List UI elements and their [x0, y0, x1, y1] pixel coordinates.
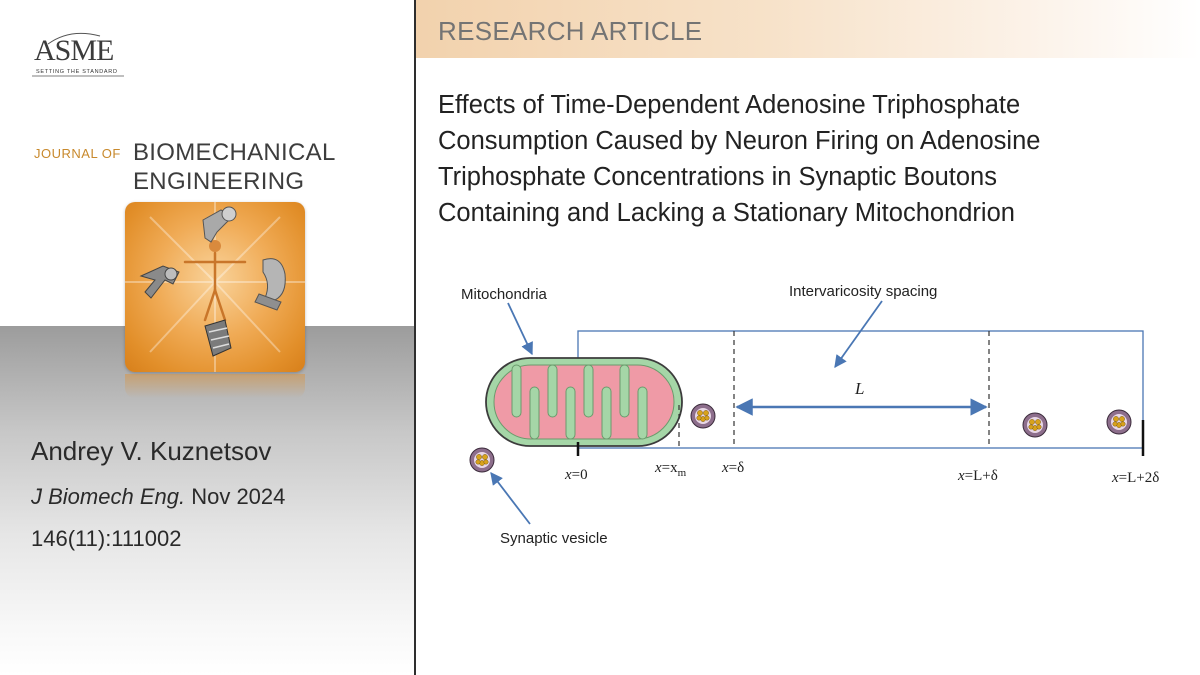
intervaricosity-label: Intervaricosity spacing — [789, 283, 937, 300]
asme-wordmark: ASME — [34, 34, 114, 67]
panel-gradient — [0, 326, 414, 675]
boundary-dashes — [678, 331, 990, 448]
vesicle-icon — [1022, 412, 1048, 438]
vesicle-icon — [469, 447, 495, 473]
hip-implant-icon — [139, 265, 180, 299]
xdelta-label: x=δ — [721, 460, 744, 476]
publication-date: Nov 2024 — [191, 484, 286, 509]
title-line: Triphosphate Concentrations in Synaptic … — [438, 163, 997, 191]
asme-swoosh-icon — [32, 32, 124, 77]
knee-implant-icon — [254, 258, 286, 311]
journal-prefix: JOURNAL OF — [34, 146, 121, 161]
vesicle-pointer-arrow — [490, 471, 531, 525]
L-label: L — [854, 379, 864, 398]
title-line: Effects of Time-Dependent Adenosine Trip… — [438, 91, 1021, 119]
xm-label: x=xm — [654, 460, 687, 479]
mitochondria-pointer-arrow — [507, 302, 533, 356]
bouton-schematic-figure: L — [450, 270, 1180, 565]
article-title: Effects of Time-Dependent Adenosine Trip… — [438, 87, 1178, 231]
xL2delta-label: x=L+2δ — [1111, 470, 1159, 486]
spine-segment-icon — [204, 319, 232, 357]
synaptic-vesicle-label: Synaptic vesicle — [500, 530, 608, 547]
article-type: RESEARCH ARTICLE — [438, 16, 703, 46]
cover-reflection — [125, 374, 305, 398]
volume-issue: 146(11):111002 — [31, 526, 182, 551]
journal-name: BIOMECHANICAL ENGINEERING — [133, 138, 336, 196]
journal-abbrev: J Biomech Eng. — [31, 484, 186, 509]
asme-logo: ASME SETTING THE STANDARD — [30, 26, 126, 80]
citation-line: J Biomech Eng. Nov 2024 — [31, 484, 285, 510]
spacing-pointer-arrow — [834, 300, 883, 369]
vesicle-icon — [1106, 409, 1132, 435]
title-line: Containing and Lacking a Stationary Mito… — [438, 199, 1015, 227]
journal-cover-image — [125, 202, 305, 372]
xLdelta-label: x=L+δ — [957, 468, 998, 484]
x0-label: x=0 — [564, 467, 588, 483]
journal-name-line2: ENGINEERING — [133, 168, 305, 195]
shoulder-implant-icon — [202, 206, 237, 243]
article-type-banner: RESEARCH ARTICLE — [416, 0, 1200, 58]
skeleton-figure-icon — [183, 240, 247, 322]
mitochondria-label: Mitochondria — [461, 286, 548, 303]
panel-divider — [414, 0, 416, 675]
title-line: Consumption Caused by Neuron Firing on A… — [438, 127, 1041, 155]
journal-panel: ASME SETTING THE STANDARD JOURNAL OF BIO… — [0, 0, 414, 675]
mitochondrion-icon — [485, 357, 683, 447]
asme-tagline: SETTING THE STANDARD — [36, 69, 118, 75]
author-name: Andrey V. Kuznetsov — [31, 436, 272, 466]
vesicle-icon — [690, 403, 716, 429]
journal-name-line1: BIOMECHANICAL — [133, 139, 336, 166]
